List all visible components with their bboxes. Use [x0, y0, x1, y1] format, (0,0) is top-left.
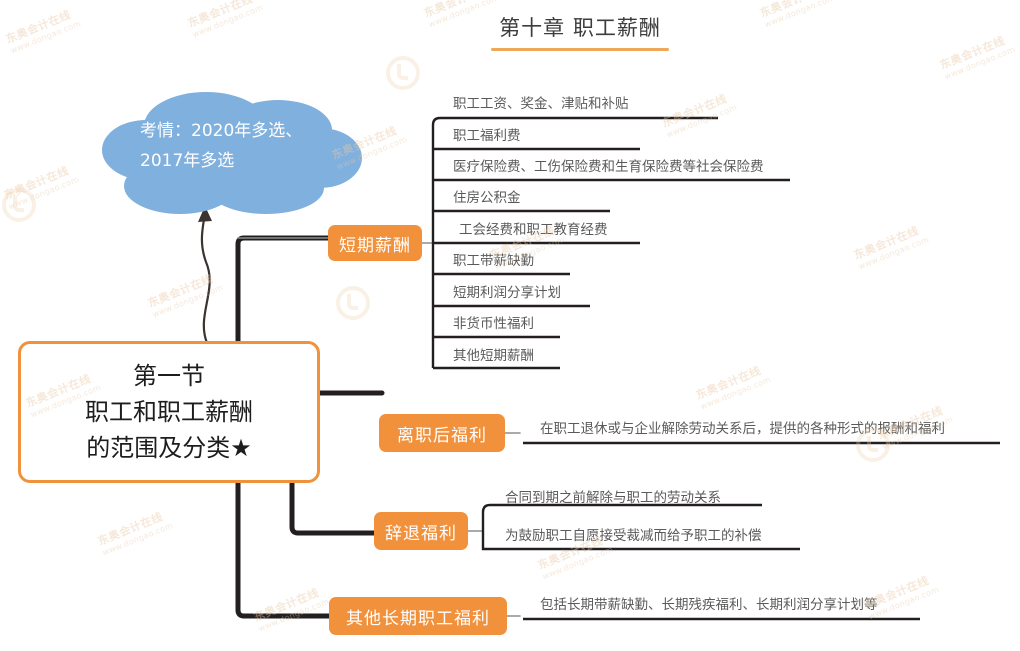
branch-pill-label: 辞退福利: [385, 523, 457, 544]
leaf-item[interactable]: 包括长期带薪缺勤、长期残疾福利、长期利润分享计划等: [540, 597, 878, 613]
watermark-logo-icon: [2, 188, 36, 222]
watermark-logo-icon: [386, 56, 420, 90]
leaf-item[interactable]: 工会经费和职工教育经费: [459, 222, 608, 238]
leaf-item[interactable]: 合同到期之前解除与职工的劳动关系: [505, 490, 721, 506]
watermark-logo-icon: [336, 286, 370, 320]
branch-pill-post-employment[interactable]: 离职后福利: [379, 414, 505, 452]
branch-pill-label: 离职后福利: [397, 425, 487, 446]
root-node-label: 第一节 职工和职工薪酬 的范围及分类★: [85, 362, 253, 462]
chapter-title-block: 第十章 职工薪酬: [430, 14, 730, 51]
leaf-item[interactable]: 职工工资、奖金、津贴和补贴: [453, 96, 629, 112]
cloud-shape-icon: [102, 92, 362, 214]
branch-pill-termination[interactable]: 辞退福利: [374, 512, 468, 550]
leaf-item[interactable]: 在职工退休或与企业解除劳动关系后，提供的各种形式的报酬和福利: [540, 421, 945, 437]
leaf-item[interactable]: 非货币性福利: [453, 316, 534, 332]
leaf-item[interactable]: 医疗保险费、工伤保险费和生育保险费等社会保险费: [453, 159, 764, 175]
root-node[interactable]: 第一节 职工和职工薪酬 的范围及分类★: [18, 341, 320, 483]
leaf-item[interactable]: 职工福利费: [453, 128, 521, 144]
leaf-item[interactable]: 住房公积金: [453, 190, 521, 206]
branch-pill-label: 短期薪酬: [339, 235, 411, 256]
exam-info-cloud: 考情：2020年多选、 2017年多选: [88, 88, 368, 216]
cloud-label: 考情：2020年多选、 2017年多选: [140, 121, 303, 171]
leaf-item[interactable]: 其他短期薪酬: [453, 348, 534, 364]
leaf-item[interactable]: 为鼓励职工自愿接受裁减而给予职工的补偿: [505, 528, 762, 544]
leaf-item[interactable]: 短期利润分享计划: [453, 285, 561, 301]
branch-pill-short-term[interactable]: 短期薪酬: [328, 225, 422, 261]
branch-pill-label: 其他长期职工福利: [346, 608, 490, 629]
leaf-item[interactable]: 职工带薪缺勤: [453, 253, 534, 269]
page-title: 第十章 职工薪酬: [499, 16, 661, 40]
title-underline: [491, 48, 669, 51]
branch-pill-other-long-term[interactable]: 其他长期职工福利: [329, 597, 507, 635]
